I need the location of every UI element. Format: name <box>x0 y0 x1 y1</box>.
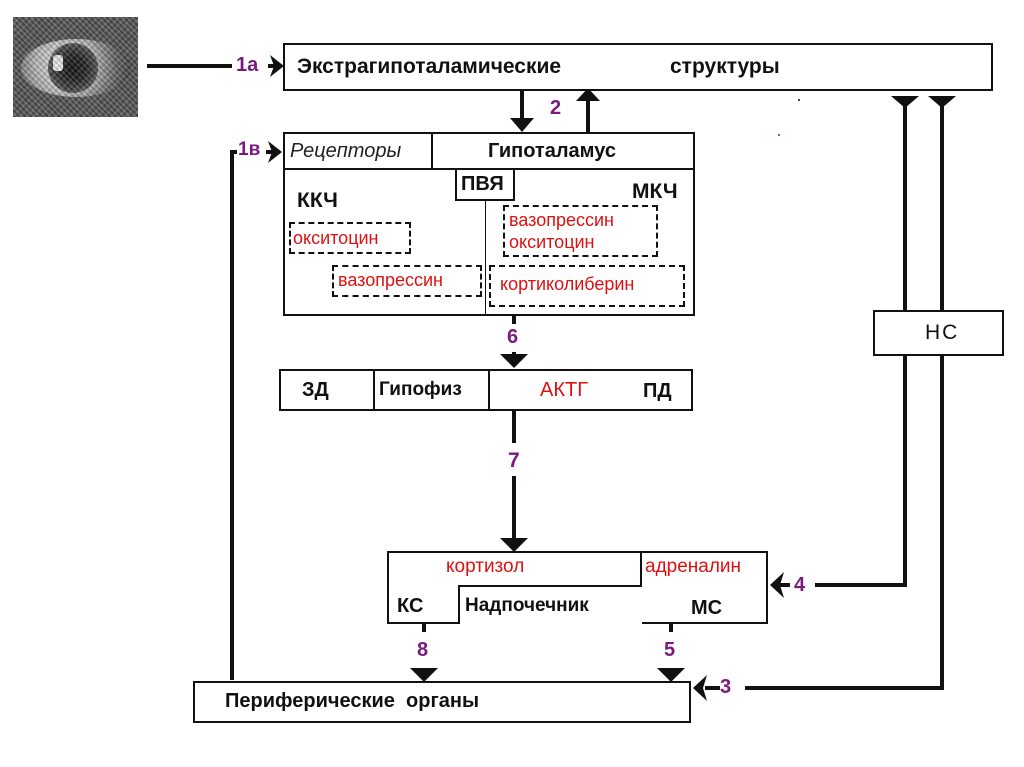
arrow-label-3: 3 <box>720 676 732 698</box>
extrahypothalamic-label: Экстрагипоталамические <box>297 55 562 78</box>
arrowhead-7 <box>500 538 528 552</box>
peripheral-organs-label: Периферические органы <box>225 690 480 712</box>
corticoliberin-label: кортиколиберин <box>500 274 635 294</box>
vasopressin-left-label: вазопрессин <box>338 270 443 290</box>
pvn-divider <box>485 200 486 315</box>
arrowhead-5 <box>657 668 685 682</box>
pvn-label: ПВЯ <box>461 173 504 195</box>
arrow-4-line <box>815 356 907 587</box>
pituitary-box <box>279 369 693 411</box>
anterior-pituitary-label: ПД <box>643 380 672 402</box>
mkch-label: МКЧ <box>632 180 678 203</box>
arrowhead-2-down <box>510 118 534 132</box>
arrow-label-4: 4 <box>794 574 806 596</box>
oxytocin-right-label: окситоцин <box>509 232 595 252</box>
arrow-3-line <box>745 356 944 690</box>
adrenal-medulla-label: МС <box>691 597 723 619</box>
adrenaline-label: адреналин <box>645 556 742 577</box>
arrowhead-1a <box>270 55 284 77</box>
arrowhead-6 <box>500 354 528 368</box>
arrowhead-1b <box>268 141 282 163</box>
adrenal-title-box <box>458 585 642 624</box>
adrenal-title: Надпочечник <box>465 595 589 616</box>
arrowhead-3 <box>693 675 707 701</box>
arrowhead-ns-right <box>928 96 956 108</box>
eye-image <box>13 17 138 117</box>
arrow-label-1b: 1в <box>238 139 261 160</box>
receptors-divider <box>431 132 433 169</box>
arrow-label-5: 5 <box>664 639 676 661</box>
arrowhead-ns-left <box>891 96 919 108</box>
mkch-hormones-box <box>503 205 658 257</box>
eye-texture <box>13 17 138 117</box>
corticoliberin-box <box>489 265 685 307</box>
acth-label: АКТГ <box>540 379 589 401</box>
hypothalamus-title: Гипоталамус <box>488 140 616 162</box>
arrowhead-2-up <box>576 88 600 101</box>
pituitary-title: Гипофиз <box>379 379 462 400</box>
nervous-system-box <box>873 310 1004 356</box>
arrow-label-2: 2 <box>550 97 562 119</box>
arrow-label-7: 7 <box>508 449 520 472</box>
vasopressin-left-box <box>332 265 482 297</box>
arrow-label-8: 8 <box>417 639 429 661</box>
structures-label: структуры <box>670 55 780 78</box>
arrowhead-4 <box>770 572 784 598</box>
nervous-system-label: НС <box>925 321 960 344</box>
adrenal-cortex-label: КС <box>397 595 424 617</box>
arrow-label-1a: 1а <box>236 54 259 76</box>
oxytocin-left-box <box>289 222 411 254</box>
speck-purple <box>778 134 780 136</box>
pituitary-divider-2 <box>488 369 490 411</box>
pituitary-divider-1 <box>373 369 375 411</box>
peripheral-organs-box <box>193 681 691 723</box>
speck <box>798 99 800 101</box>
receptors-label: Рецепторы <box>290 140 402 162</box>
arrow-label-6: 6 <box>507 326 519 348</box>
oxytocin-left-label: окситоцин <box>293 228 379 248</box>
arrowhead-8 <box>410 668 438 682</box>
posterior-pituitary-label: ЗД <box>302 379 329 401</box>
extrahypothalamic-structures-box <box>283 43 993 91</box>
kkch-label: ККЧ <box>297 189 338 212</box>
eye-glint <box>53 55 63 71</box>
cortisol-label: кортизол <box>446 556 525 577</box>
vasopressin-right-label: вазопрессин <box>509 210 614 230</box>
